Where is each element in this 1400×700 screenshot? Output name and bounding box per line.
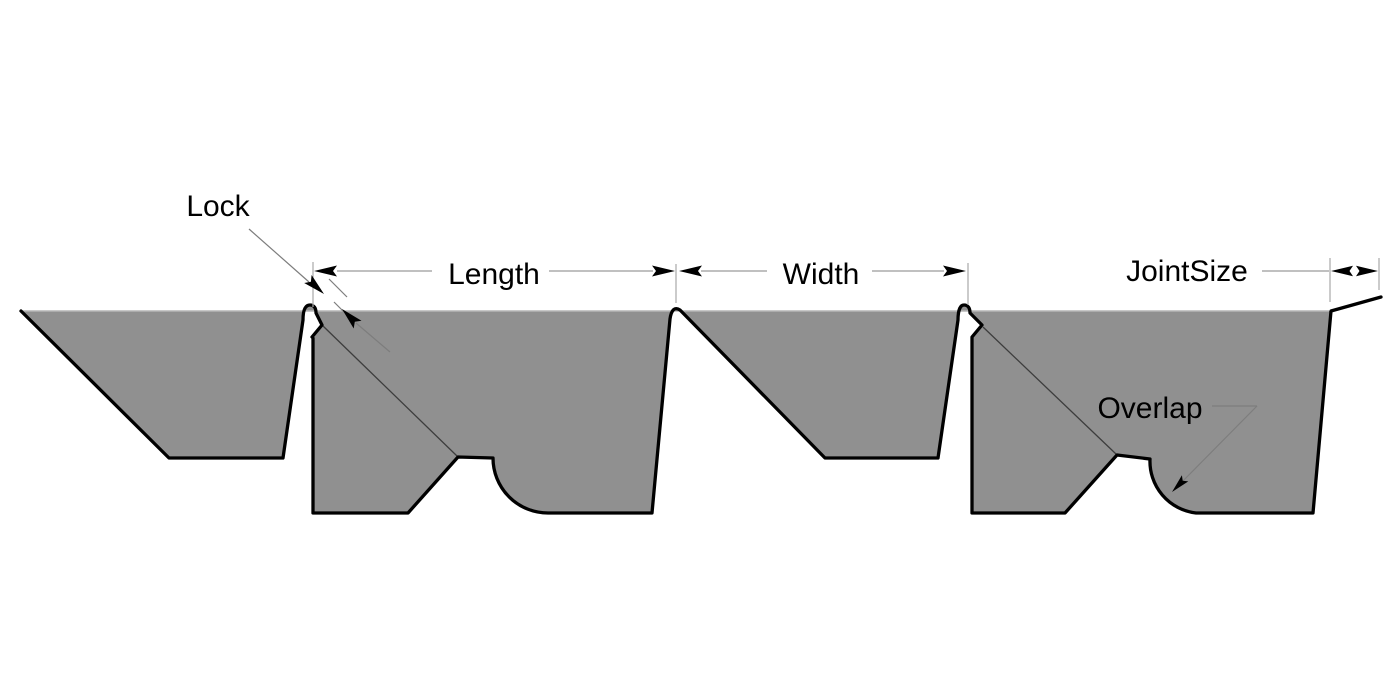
lock-dim-tail-line [355,322,391,353]
width-arrow-right [943,265,966,277]
panel-profile-fill [21,305,1331,513]
length-arrow-left [314,265,337,277]
lock-leader-line [248,228,310,283]
length-arrow-right [652,265,675,277]
width-label: Width [783,258,860,291]
joint-arrow-right [1356,265,1378,277]
seam-line-left [321,324,458,457]
lock-arrow-lower [342,309,362,329]
overlap-arrow [1172,475,1189,492]
length-label: Length [448,258,540,291]
width-arrow-left [679,265,702,277]
joint-size-label: JointSize [1126,255,1248,288]
lock-label: Lock [186,190,250,223]
joint-arrow-left [1331,265,1353,277]
seam-line-right [982,326,1117,455]
panel-profile-outline [19,295,1383,515]
lock-face-tick-upper [328,278,348,298]
overlap-label: Overlap [1097,392,1202,425]
lock-arrow-upper [304,275,324,294]
overlap-leader-shoulder [1175,405,1258,489]
